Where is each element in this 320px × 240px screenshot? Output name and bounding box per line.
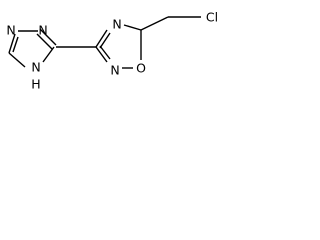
atom-label-n: N [110, 63, 119, 78]
bond-c-n-triazole-double-inner [12, 36, 19, 53]
bond-n-c-oxadiazole-double [95, 46, 108, 63]
triazole-ring [8, 28, 57, 68]
bond-c-n-oxadiazole-double-inner [99, 32, 111, 49]
atom-label-n: N [38, 23, 47, 38]
bond-n-c-triazole-double-inner [36, 33, 53, 50]
bond-n-c-oxadiazole-double-inner [99, 45, 111, 60]
atom-label-cl: Cl [206, 10, 218, 25]
bond-c-n-triazole-double [8, 33, 16, 54]
bond-c-nh-triazole [42, 46, 55, 63]
bond-n-c-triazole-double [39, 28, 57, 46]
atom-label-n: N [6, 23, 15, 38]
bond-c-n-oxadiazole-double [95, 29, 108, 48]
chemical-structure-diagram: N N N H N N O Cl [6, 10, 218, 92]
bond-c-ch2 [140, 16, 169, 31]
atom-label-h: H [31, 77, 40, 92]
bond-nh-c-triazole [8, 52, 26, 68]
atom-label-n: N [31, 60, 40, 75]
oxadiazole-ring [95, 24, 142, 69]
atom-label-o: O [136, 61, 146, 76]
atom-label-n: N [112, 17, 121, 32]
bond-n-c-oxadiazole [123, 24, 142, 31]
